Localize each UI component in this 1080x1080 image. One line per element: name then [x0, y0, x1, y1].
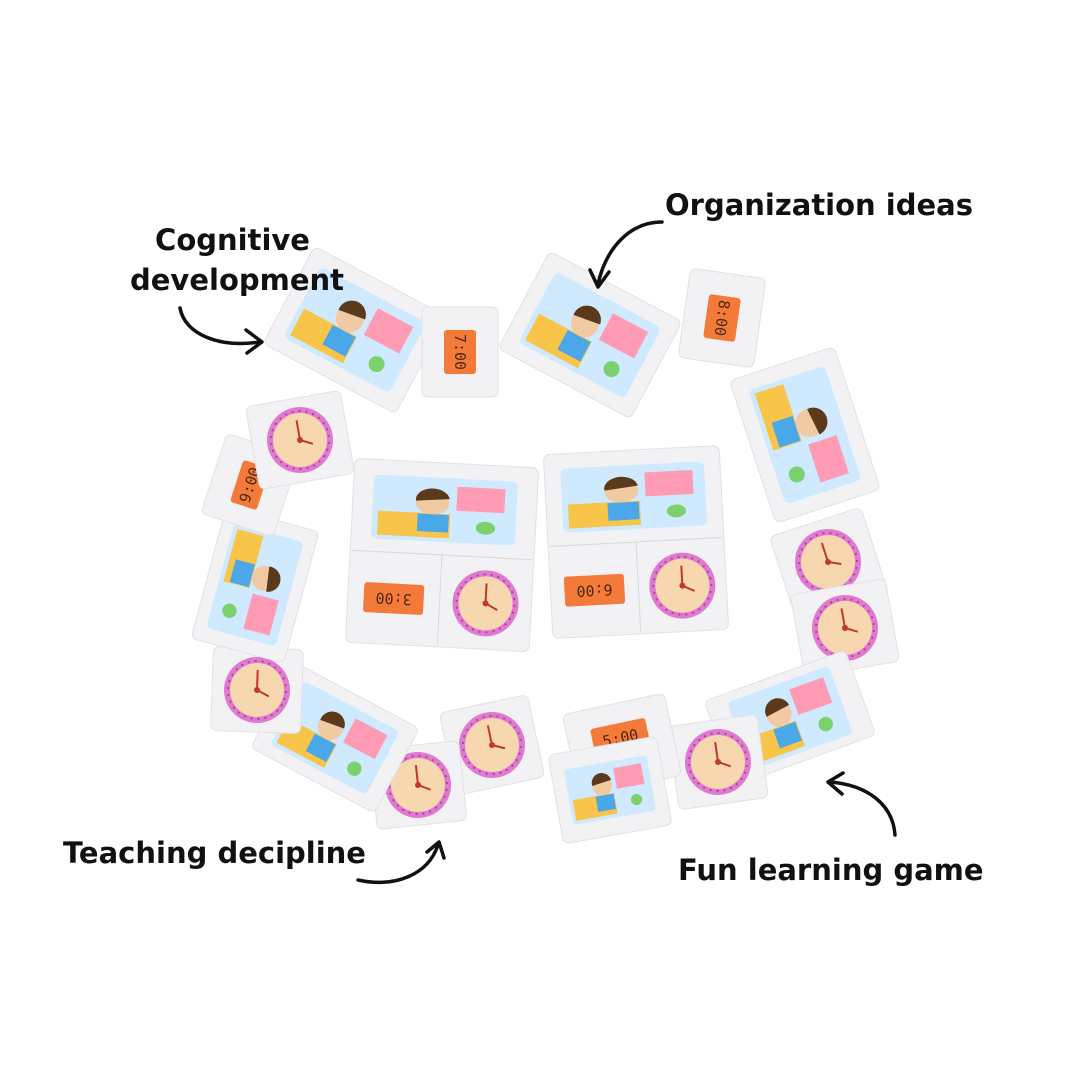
- puzzle-piece-scene: [548, 736, 672, 844]
- time-card-text: 3:00: [375, 589, 412, 609]
- puzzle-piece-time: 7:00: [421, 306, 499, 398]
- label-organization-ideas: Organization ideas: [665, 188, 973, 222]
- label-fun-learning-game: Fun learning game: [678, 853, 984, 887]
- curved-arrow-icon: [588, 220, 664, 289]
- time-card-text: 7:00: [451, 334, 469, 370]
- puzzle-piece-scene: [499, 252, 681, 418]
- curved-arrow-icon: [178, 306, 264, 355]
- label-teaching-decipline: Teaching decipline: [63, 836, 366, 870]
- puzzle-pair-center-left: 3:00: [345, 458, 539, 652]
- puzzle-piece-scene: [264, 247, 446, 413]
- puzzle-piece-clock: [245, 390, 355, 490]
- puzzle-piece-time: 8:00: [678, 268, 766, 368]
- label-line: Cognitive: [155, 223, 310, 257]
- label-cognitive-development: Cognitive development: [130, 220, 345, 300]
- puzzle-pair-center-right: 6:00: [543, 445, 729, 639]
- label-line: development: [130, 263, 345, 297]
- curved-arrow-icon: [356, 840, 446, 885]
- curved-arrow-icon: [826, 771, 897, 837]
- time-card-text: 6:00: [576, 580, 613, 600]
- time-card-text: 8:00: [711, 299, 734, 337]
- puzzle-piece-scene: [730, 347, 880, 523]
